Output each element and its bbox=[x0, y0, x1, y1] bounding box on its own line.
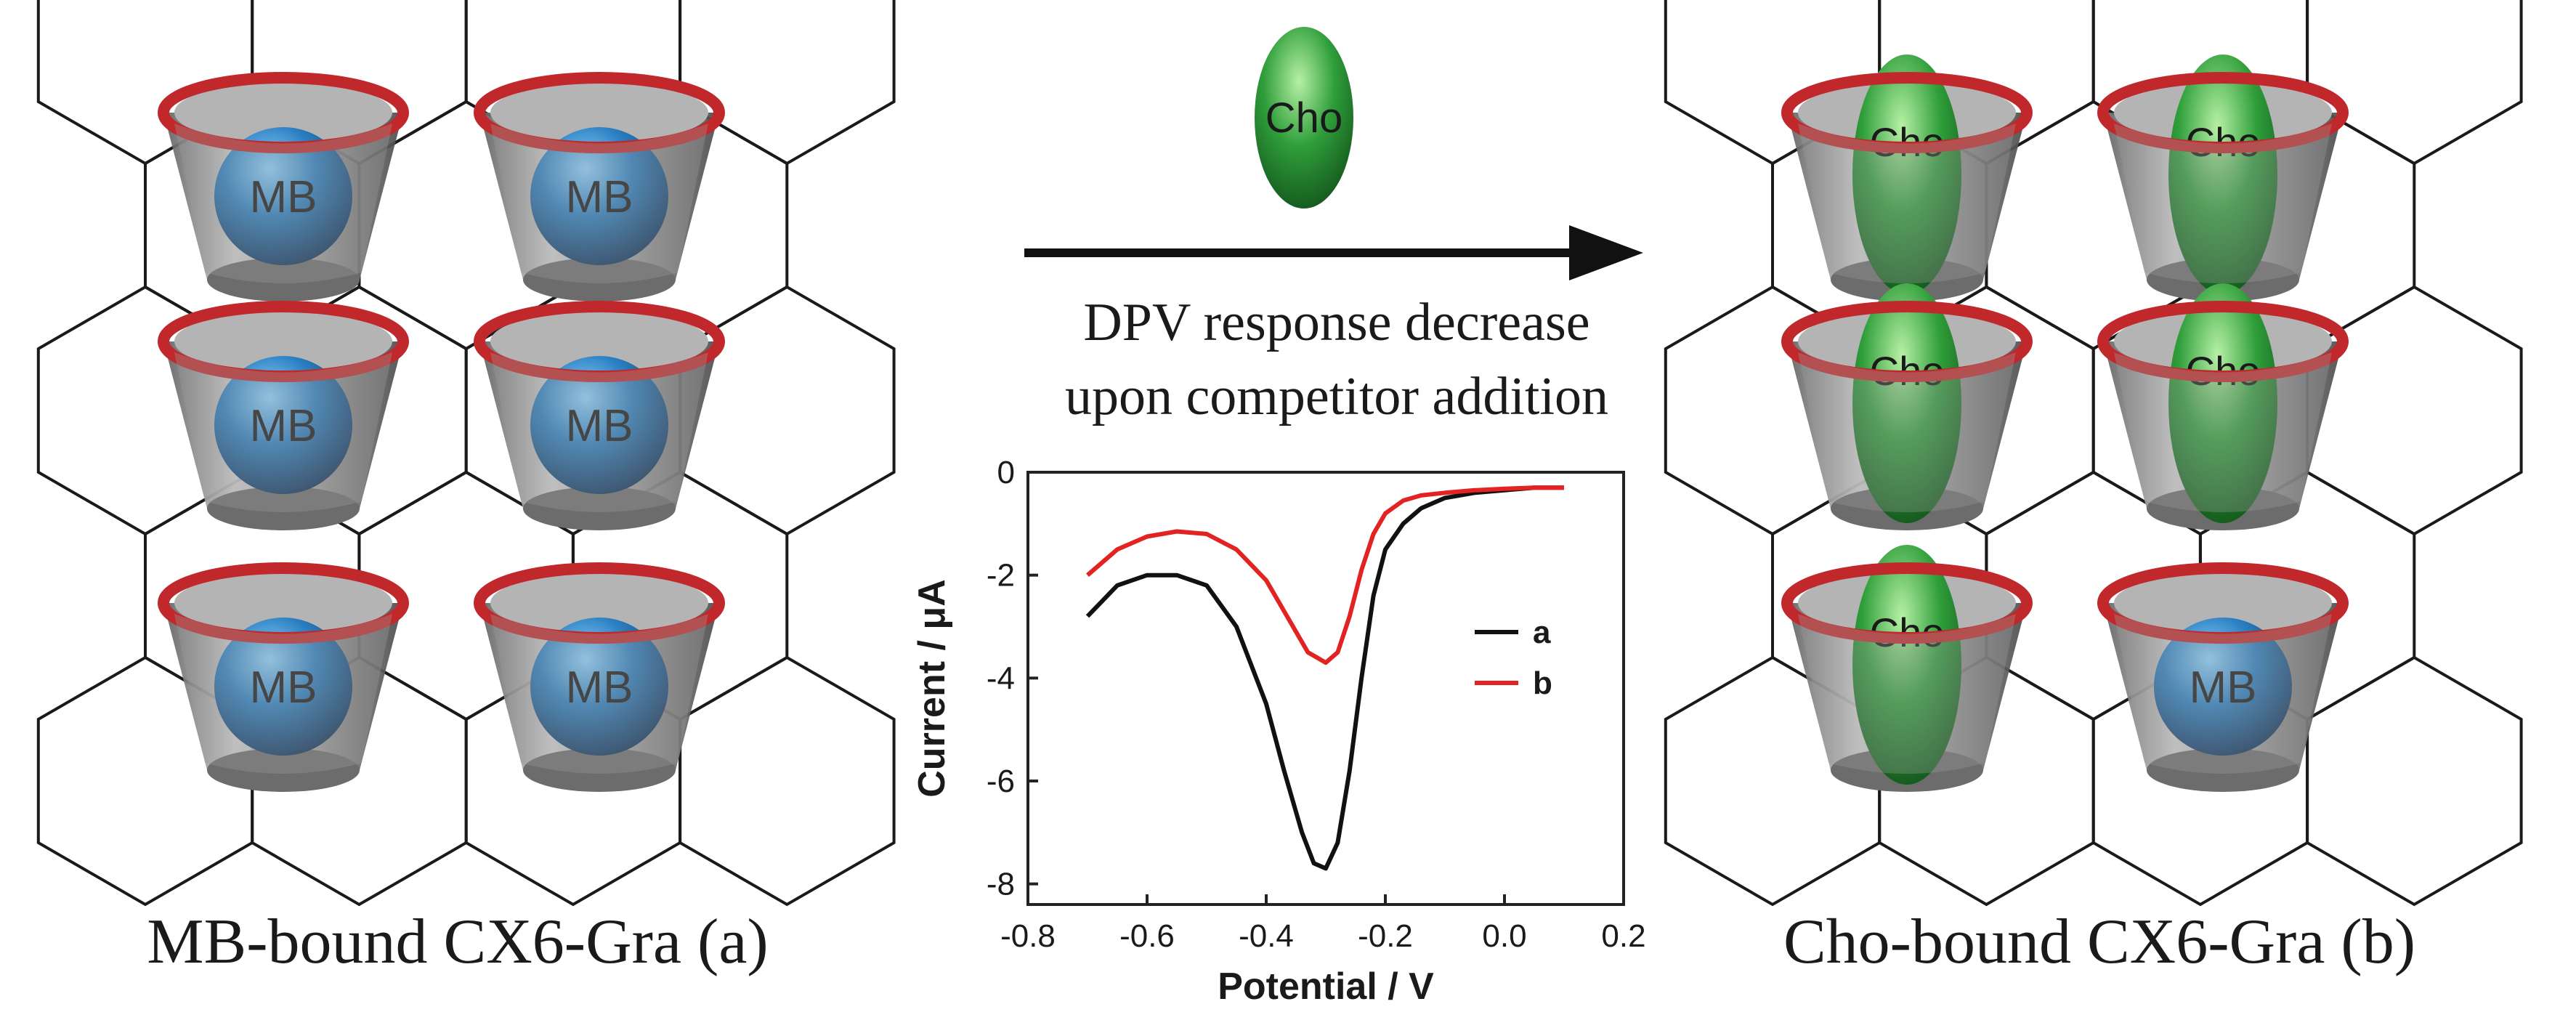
host-rim bbox=[474, 301, 725, 382]
plot-frame bbox=[1026, 471, 1625, 906]
mb-guest-sphere: MB bbox=[214, 127, 352, 265]
host-guest-grid-left: MB MB MB MB MB MB bbox=[158, 72, 725, 792]
legend-label-b: b bbox=[1533, 665, 1552, 701]
y-tick-label: -8 bbox=[987, 867, 1015, 902]
calixarene-host: Cho bbox=[1781, 283, 2033, 530]
host-rim bbox=[474, 72, 725, 153]
chart-ticks: -0.8 -0.6 -0.4 -0.2 0.0 0.2 0 -2 -4 -6 -8 bbox=[987, 455, 1646, 954]
calixarene-host: MB bbox=[474, 72, 725, 301]
right-caption: Cho-bound CX6-Gra (b) bbox=[1783, 907, 2415, 977]
dpv-chart: -0.8 -0.6 -0.4 -0.2 0.0 0.2 0 -2 -4 -6 -8 ab Poten… bbox=[911, 455, 1646, 1008]
mb-guest-sphere: MB bbox=[214, 356, 352, 494]
host-rim bbox=[1781, 562, 2033, 644]
x-tick-label: 0.2 bbox=[1601, 918, 1645, 954]
cho-guest-ellipsoid: Cho bbox=[1852, 545, 1961, 785]
graphene-hexagon bbox=[2306, 655, 2523, 907]
guest-label: MB bbox=[250, 172, 317, 222]
calixarene-host: MB bbox=[158, 562, 409, 792]
chart-legend: ab bbox=[1475, 615, 1552, 701]
calixarene-host: MB bbox=[2097, 562, 2349, 792]
mb-guest-sphere: MB bbox=[214, 618, 352, 756]
y-tick-label: 0 bbox=[997, 455, 1015, 490]
calixarene-host: MB bbox=[158, 72, 409, 301]
left-caption: MB-bound CX6-Gra (a) bbox=[147, 907, 768, 977]
x-axis-label: Potential / V bbox=[1218, 966, 1434, 1008]
arrow-caption-line2: upon competitor addition bbox=[1065, 367, 1608, 426]
x-tick-label: -0.6 bbox=[1119, 918, 1175, 954]
host-rim bbox=[2097, 72, 2349, 153]
competitor-label: Cho bbox=[1265, 94, 1342, 142]
cho-guest-ellipsoid: Cho bbox=[2168, 283, 2277, 523]
calixarene-host: Cho bbox=[1781, 54, 2033, 301]
x-tick-label: -0.8 bbox=[1000, 918, 1056, 954]
host-rim bbox=[1781, 301, 2033, 382]
arrow-caption-line1: DPV response decrease bbox=[1083, 293, 1589, 352]
graphene-hexagon bbox=[679, 655, 896, 907]
graphene-hexagon bbox=[2306, 285, 2523, 536]
series-line-b bbox=[1086, 485, 1564, 665]
guest-label: MB bbox=[2190, 663, 2257, 713]
graphene-hexagon bbox=[2306, 0, 2523, 166]
host-rim bbox=[158, 72, 409, 153]
mb-guest-sphere: MB bbox=[530, 127, 668, 265]
mb-guest-sphere: MB bbox=[530, 356, 668, 494]
guest-label: MB bbox=[250, 401, 317, 451]
guest-label: MB bbox=[566, 401, 633, 451]
x-tick-label: -0.2 bbox=[1358, 918, 1413, 954]
mb-guest-sphere: MB bbox=[530, 618, 668, 756]
legend-label-a: a bbox=[1533, 615, 1551, 650]
host-rim bbox=[158, 301, 409, 382]
calixarene-host: MB bbox=[474, 562, 725, 792]
chart-series bbox=[1085, 485, 1564, 871]
calixarene-host: Cho bbox=[1781, 545, 2033, 792]
calixarene-host: Cho bbox=[2097, 54, 2349, 301]
host-rim bbox=[1781, 72, 2033, 153]
competitor-cho-molecule: Cho bbox=[1255, 27, 1353, 209]
calixarene-host: Cho bbox=[2097, 283, 2349, 530]
guest-label: MB bbox=[566, 663, 633, 713]
graphene-lattice-left bbox=[36, 0, 896, 907]
y-tick-label: -6 bbox=[987, 764, 1015, 799]
y-tick-label: -4 bbox=[987, 660, 1015, 696]
series-line-a bbox=[1085, 485, 1564, 871]
guest-label: MB bbox=[566, 172, 633, 222]
x-tick-label: 0.0 bbox=[1482, 918, 1526, 954]
y-tick-label: -2 bbox=[987, 558, 1015, 594]
reaction-arrow bbox=[1024, 225, 1643, 280]
host-rim bbox=[474, 562, 725, 644]
mb-guest-sphere: MB bbox=[2154, 618, 2292, 756]
calixarene-host: MB bbox=[158, 301, 409, 530]
guest-label: MB bbox=[250, 663, 317, 713]
host-rim bbox=[2097, 301, 2349, 382]
y-axis-label: Current / μA bbox=[911, 579, 953, 798]
calixarene-host: MB bbox=[474, 301, 725, 530]
host-rim bbox=[158, 562, 409, 644]
x-tick-label: -0.4 bbox=[1239, 918, 1294, 954]
host-rim bbox=[2097, 562, 2349, 644]
